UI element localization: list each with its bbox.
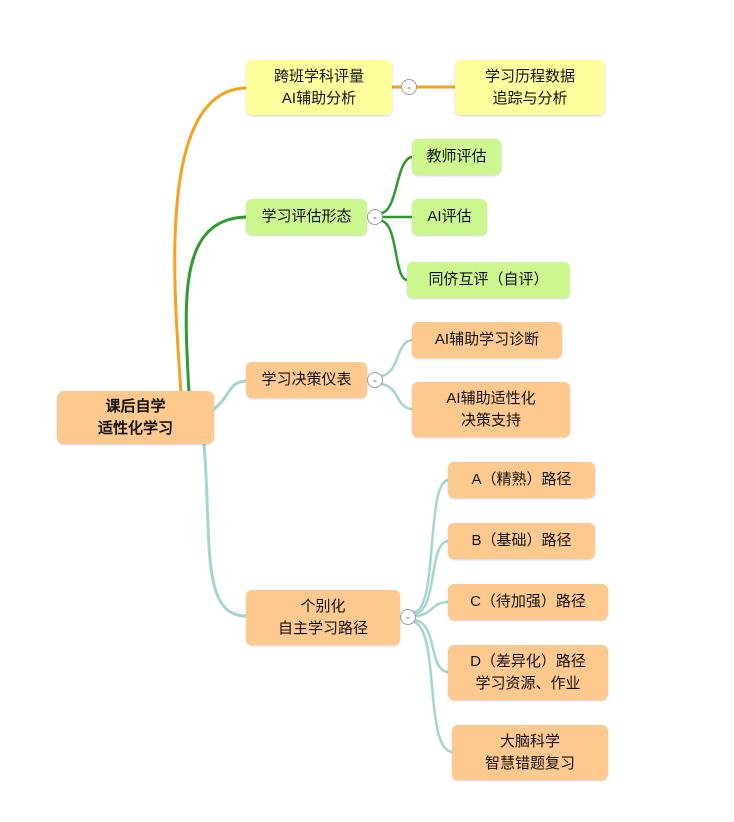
- branch4-child1-line: [413, 478, 450, 614]
- branch2-root-line: [184, 215, 248, 395]
- collapse-toggle-branch4[interactable]: -: [400, 609, 416, 625]
- topic-brain-science-review[interactable]: 大脑科学 智慧错题复习: [452, 725, 608, 780]
- branch4-root-line: [202, 442, 248, 618]
- branch1-root-line: [173, 86, 248, 395]
- topic-assessment-forms[interactable]: 学习评估形态: [246, 199, 367, 235]
- topic-path-d-differentiated[interactable]: D（差异化）路径 学习资源、作业: [448, 645, 608, 700]
- branch4-child2-line: [413, 539, 450, 616]
- topic-teacher-assessment[interactable]: 教师评估: [412, 139, 501, 175]
- topic-cross-subject-assessment[interactable]: 跨班学科评量 AI辅助分析: [246, 60, 392, 115]
- topic-ai-assessment[interactable]: AI评估: [412, 199, 487, 235]
- topic-ai-adaptive-decision-support[interactable]: AI辅助适性化 决策支持: [412, 382, 570, 437]
- branch4-child3-line: [414, 600, 450, 618]
- topic-learning-decision-dashboard[interactable]: 学习决策仪表: [246, 362, 367, 398]
- branch3-child1-line: [380, 338, 414, 378]
- collapse-toggle-branch2[interactable]: -: [367, 209, 383, 225]
- root-topic[interactable]: 课后自学 适性化学习: [57, 391, 214, 444]
- topic-learning-history-data[interactable]: 学习历程数据 追踪与分析: [455, 60, 605, 115]
- collapse-toggle-branch3[interactable]: -: [367, 372, 383, 388]
- branch2-child1-line: [380, 155, 414, 215]
- branch4-child4-line: [413, 618, 450, 674]
- topic-path-a-mastery[interactable]: A（精熟）路径: [448, 462, 595, 498]
- branch3-child2-line: [380, 382, 414, 411]
- topic-ai-learning-diagnosis[interactable]: AI辅助学习诊断: [412, 322, 562, 358]
- topic-path-b-basic[interactable]: B（基础）路径: [448, 523, 595, 559]
- topic-individualized-learning-path[interactable]: 个别化 自主学习路径: [246, 590, 400, 645]
- branch3-root-line: [212, 379, 248, 411]
- collapse-toggle-branch1[interactable]: -: [401, 79, 417, 95]
- branch2-child3-line: [380, 219, 409, 282]
- branch4-child5-line: [412, 620, 454, 754]
- topic-peer-self-assessment[interactable]: 同侪互评（自评）: [407, 262, 570, 298]
- topic-path-c-reinforce[interactable]: C（待加强）路径: [448, 584, 608, 620]
